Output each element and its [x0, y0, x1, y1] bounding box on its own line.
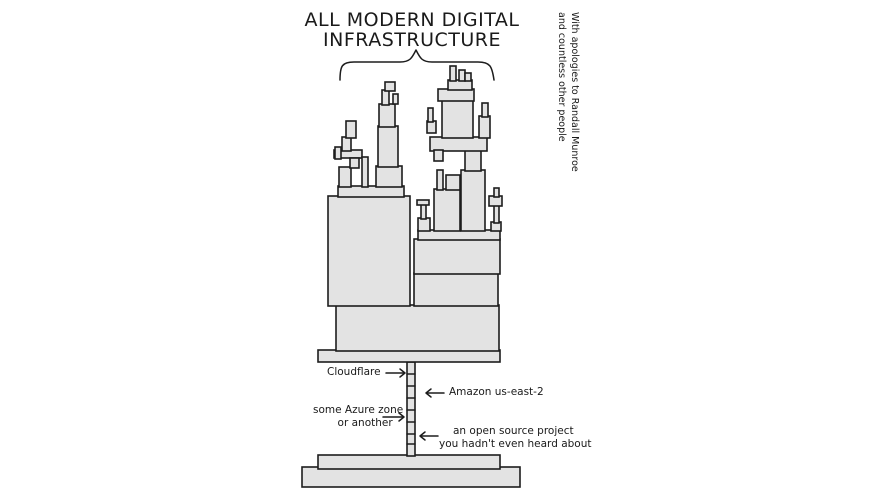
title-brace [339, 49, 495, 81]
label-opensource-line-1: an open source project [453, 425, 574, 437]
left-thin-post [361, 156, 369, 188]
mid-small-cap [416, 199, 430, 206]
left-large-block [327, 195, 411, 307]
right-tower-spike-1 [449, 65, 457, 82]
left-tower-slab [337, 185, 405, 198]
base-slab-bottom [301, 466, 521, 488]
mid-small-post [420, 203, 427, 220]
right-tower-upper-block [441, 99, 474, 139]
right-tower-slab [429, 136, 488, 152]
right-tower-pillar-a [433, 188, 461, 232]
label-azure: some Azure zone or another [313, 404, 403, 430]
large-base-block [335, 304, 500, 352]
right-middle-block [413, 238, 501, 275]
arrow-opensource [419, 431, 439, 441]
label-opensource: an open source project you hadn't even h… [439, 425, 592, 451]
right-tower-box-small [445, 174, 461, 191]
right-tower-spike-2 [458, 69, 466, 82]
left-short-stack-cap [345, 120, 357, 139]
diagram-title-line-1: ALL MODERN DIGITAL [304, 9, 520, 31]
left-short-stack-post [341, 136, 352, 152]
label-opensource-line-2: you hadn't even heard about [439, 438, 592, 450]
right-tower-spike-3 [464, 72, 472, 82]
right-tower-side-right-post [481, 102, 489, 118]
left-short-stack-tiny [349, 157, 360, 169]
label-cloudflare: Cloudflare [327, 366, 381, 378]
left-tower-spire [381, 89, 390, 106]
left-short-stack-base [338, 166, 352, 188]
right-lower-block [413, 272, 499, 307]
label-amazon: Amazon us-east-2 [449, 386, 544, 398]
left-short-stack-knob [334, 146, 342, 160]
label-azure-line-1: some Azure zone [313, 404, 404, 416]
left-tower-side-post [392, 93, 399, 105]
right-tower-post-left [436, 169, 444, 191]
far-right-post [493, 204, 500, 224]
right-tower-side-left-post [427, 107, 434, 123]
right-tower-side-left [426, 120, 437, 134]
label-azure-line-2: or another [337, 417, 393, 429]
left-tower-pillar [377, 125, 399, 168]
left-tower-spire-top [384, 81, 396, 92]
right-tower-side-right [478, 115, 491, 139]
mid-small-base [417, 217, 431, 232]
base-slab-top [317, 454, 501, 470]
arrow-cloudflare [385, 368, 406, 378]
left-tower-cap [378, 103, 396, 128]
arrow-amazon [425, 388, 445, 398]
right-tower-pillar-b [460, 169, 486, 232]
right-tower-knob [433, 149, 444, 162]
far-right-tip [493, 187, 500, 198]
arrow-azure [382, 412, 405, 422]
right-tower-top-slab [437, 88, 475, 102]
right-tower-box-mid [464, 149, 482, 172]
left-tower-box [375, 165, 403, 188]
column-stem [406, 361, 416, 457]
diagram-title-line-2: INFRASTRUCTURE [323, 29, 501, 51]
